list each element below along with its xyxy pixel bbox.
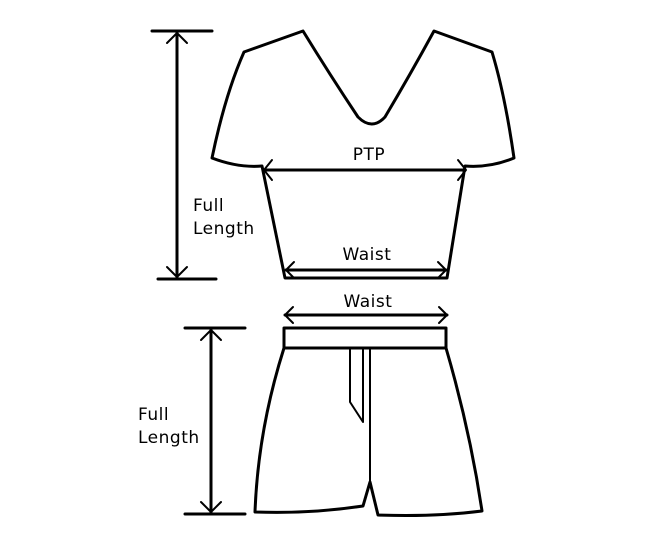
shorts-full-length-label-line1: Full — [138, 405, 169, 425]
top-waist-label: Waist — [343, 245, 392, 265]
shorts-waist-label: Waist — [344, 292, 393, 312]
shorts-length-arrow-down — [200, 501, 222, 513]
waistband — [282, 326, 448, 350]
top-length-arrow-down — [166, 266, 188, 278]
shorts-waist-arrow-left — [284, 306, 294, 324]
shorts-full-length-label-line2: Length — [138, 428, 200, 448]
shorts-length-arrow-up — [200, 329, 222, 341]
top-waist-arrow-right — [437, 261, 447, 279]
ptp-label: PTP — [353, 145, 385, 165]
top-full-length-label-line2: Length — [193, 219, 255, 239]
shorts-waist-arrow-right — [438, 306, 448, 324]
top-full-length-measure — [150, 29, 218, 281]
shorts-full-length-measure — [183, 326, 247, 516]
top-outline — [210, 29, 516, 280]
shorts-garment — [253, 306, 484, 517]
top-garment — [210, 29, 516, 280]
top-waist-arrow-left — [285, 261, 295, 279]
shorts-fly — [349, 347, 364, 423]
top-length-arrow-up — [166, 32, 188, 44]
ptp-arrow-left — [263, 159, 273, 181]
top-full-length-label-line1: Full — [193, 196, 224, 216]
ptp-arrow-right — [457, 159, 467, 181]
shorts-outline — [253, 346, 484, 517]
